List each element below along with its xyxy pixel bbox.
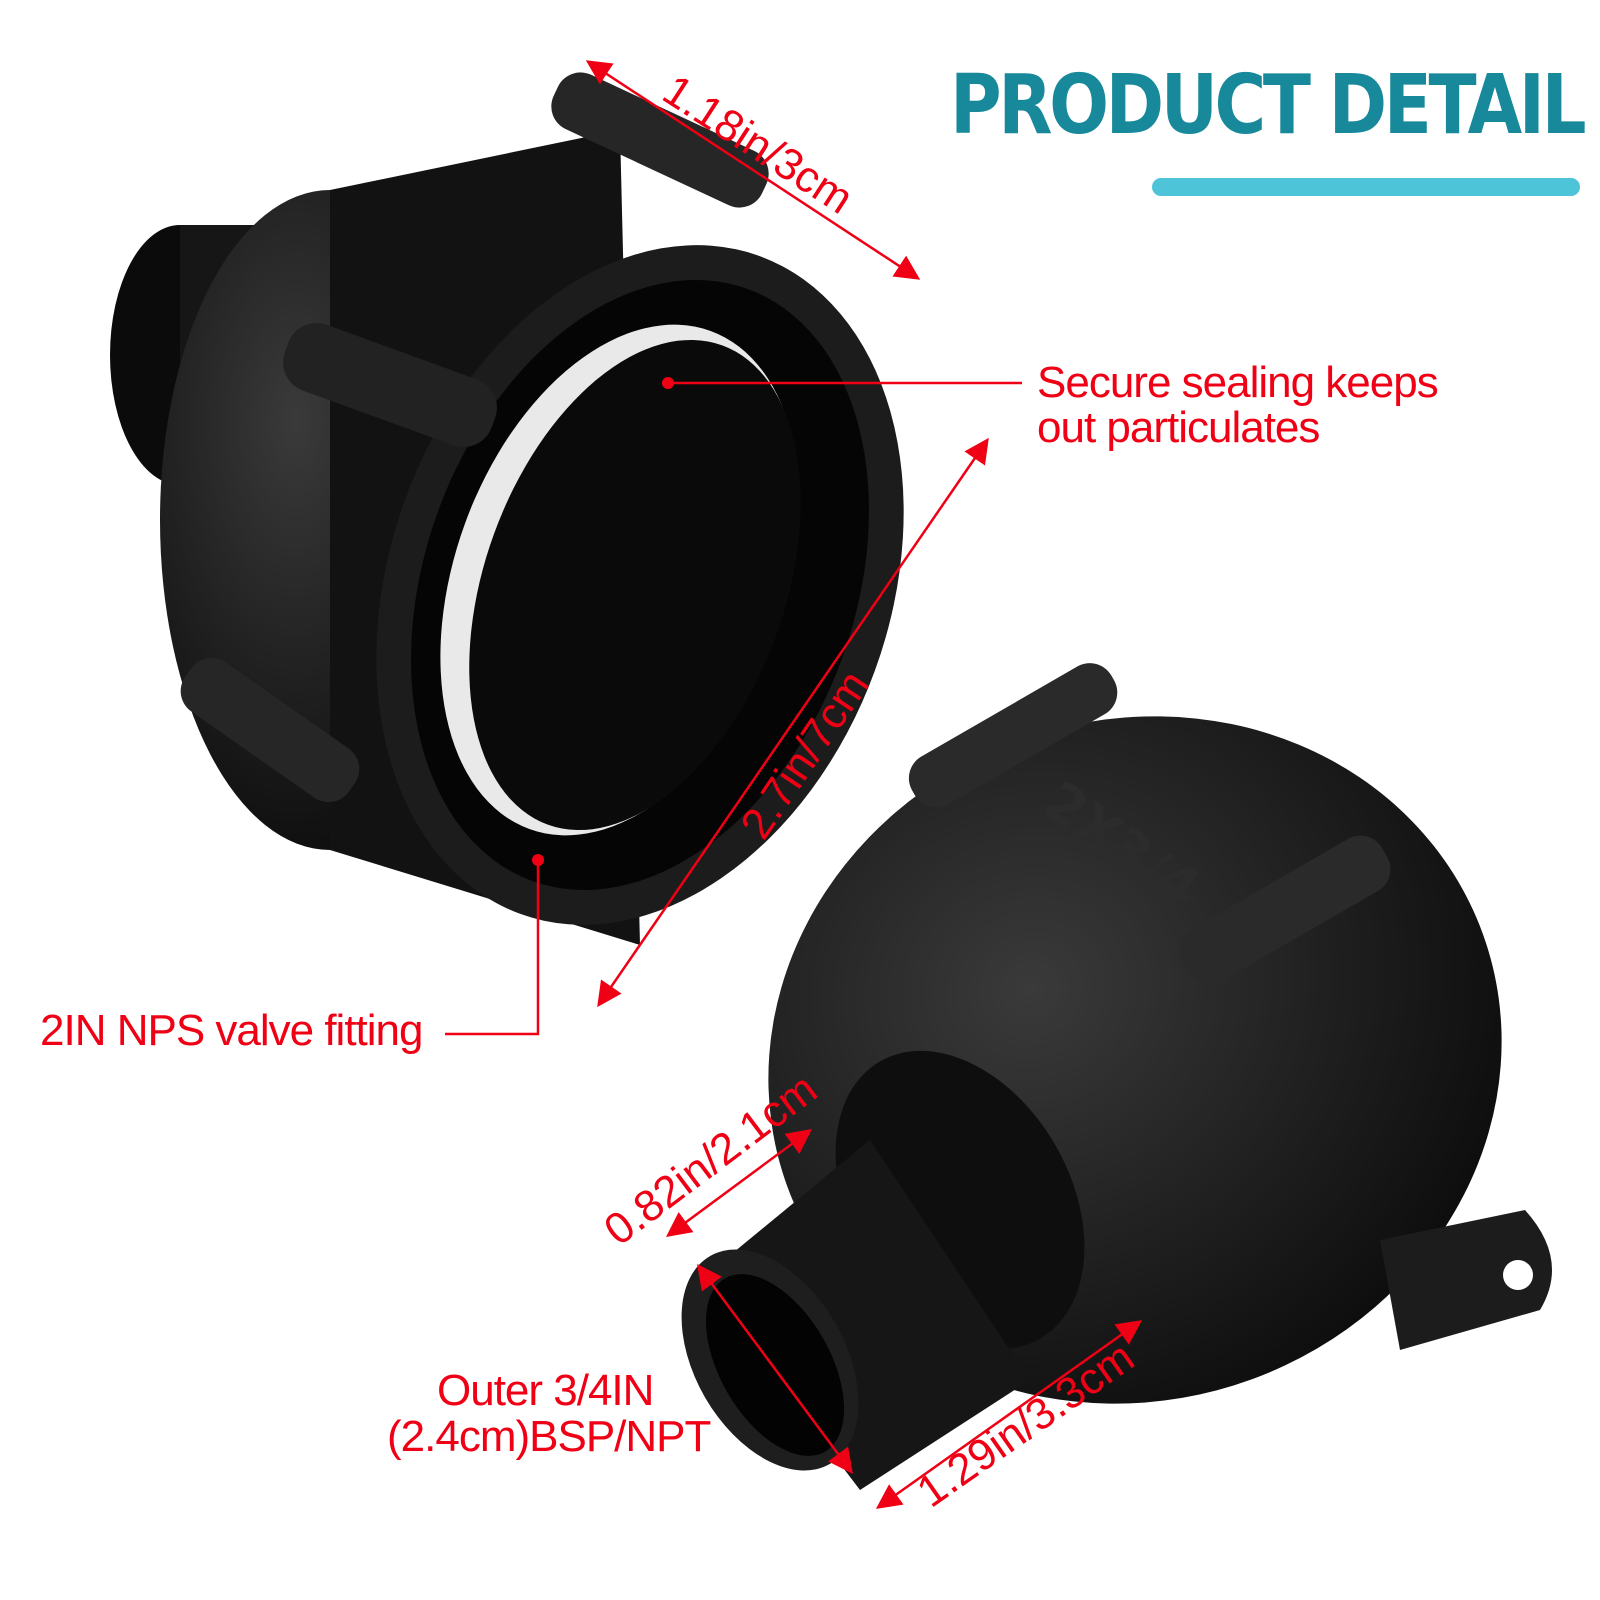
label-valve-fitting: 2IN NPS valve fitting: [40, 1006, 423, 1055]
page-title: PRODUCT DETAIL: [950, 58, 1587, 153]
title-underline: [1152, 178, 1580, 196]
label-seal-line2: out particulates: [1037, 403, 1320, 452]
dimension-arrow-thread: [665, 1129, 813, 1237]
dimension-arrow-diameter: [597, 437, 989, 1008]
dimension-lines: [445, 60, 1143, 1509]
label-outer-line2: (2.4cm)BSP/NPT: [387, 1412, 711, 1461]
dimension-arrow-outer: [697, 1263, 853, 1475]
seal-dot: [662, 377, 674, 389]
valve-dot: [532, 854, 544, 866]
label-seal-line1: Secure sealing keeps: [1037, 358, 1439, 407]
label-outer-line1: Outer 3/4IN: [437, 1366, 654, 1415]
leader-valve: [445, 860, 540, 1036]
dimension-arrow-top: [585, 60, 921, 280]
dimension-arrow-body: [875, 1320, 1143, 1509]
